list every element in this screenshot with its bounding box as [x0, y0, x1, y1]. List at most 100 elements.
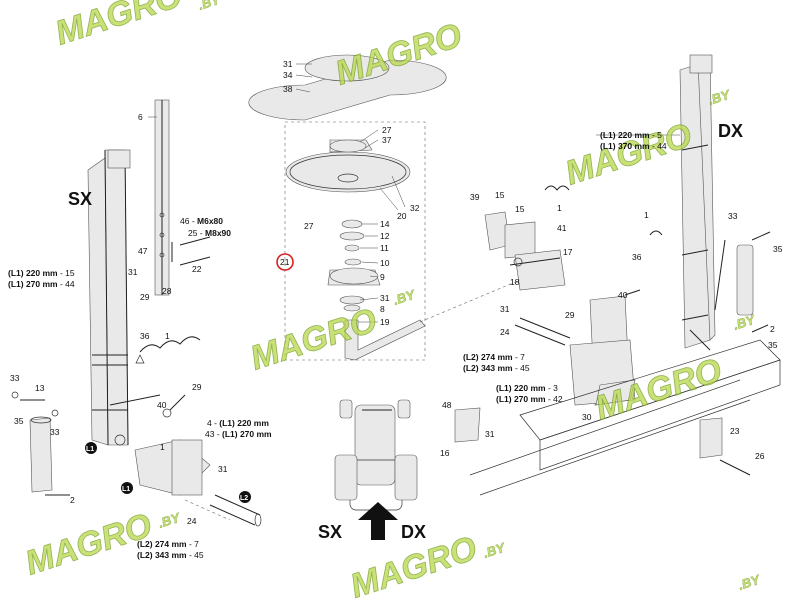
- part-number: 47: [138, 246, 148, 256]
- highlight-circle: [276, 253, 294, 271]
- leader-lines: [148, 63, 680, 323]
- center-l1-upper: (L1) 220 mm - 3: [496, 383, 558, 393]
- watermark-suffix: .BY: [706, 86, 733, 107]
- part-number: 19: [380, 317, 390, 327]
- part-number: 35: [14, 416, 24, 426]
- part-number: 31: [218, 464, 228, 474]
- sx-l1-lower: (L1) 270 mm - 44: [8, 279, 75, 289]
- bolt-25-callout: 25 - M8x90: [188, 228, 231, 238]
- part-number: 6: [138, 112, 143, 122]
- part-number: 26: [755, 451, 765, 461]
- part-number: 15: [495, 190, 505, 200]
- part-number: 9: [380, 272, 385, 282]
- part-number-highlighted: 21: [280, 257, 290, 267]
- part-number: 2: [770, 324, 775, 334]
- bracket-4-callout: 4 - (L1) 220 mm: [207, 418, 269, 428]
- side-label-dx: DX: [718, 121, 743, 141]
- part-number: 29: [192, 382, 202, 392]
- part-number: 1: [160, 442, 165, 452]
- tractor-top-view: [334, 399, 418, 540]
- center-l2-upper: (L2) 274 mm - 7: [463, 352, 525, 362]
- side-label-sx: SX: [68, 189, 92, 209]
- part-number: 23: [730, 426, 740, 436]
- l1-badge: [85, 442, 97, 454]
- watermark-suffix: .BY: [391, 286, 418, 307]
- center-disc-assembly: [248, 54, 447, 361]
- part-number: 11: [380, 243, 389, 253]
- part-number: 16: [440, 448, 450, 458]
- part-number: 31: [380, 293, 390, 303]
- watermark-suffix: .BY: [156, 509, 183, 530]
- left-part-numbers: 6 47 31 22 29 28 36 1 33 13 35 33 2 40 2…: [10, 112, 228, 526]
- right-middle-bracket: [514, 289, 641, 406]
- part-number: 30: [582, 412, 592, 422]
- watermark-text: MAGRO: [561, 116, 697, 192]
- part-number: 14: [380, 219, 390, 229]
- bracket-43-callout: 43 - (L1) 270 mm: [205, 429, 272, 439]
- part-number: 8: [380, 304, 385, 314]
- part-number: 20: [397, 211, 407, 221]
- watermark-suffix: .BY: [736, 571, 763, 592]
- part-number: 35: [768, 340, 778, 350]
- frame-beam: [419, 279, 781, 496]
- left-mast-assembly: [11, 99, 211, 496]
- part-number: 33: [50, 427, 60, 437]
- part-number: 33: [728, 211, 738, 221]
- pin-l2-upper: (L2) 274 mm - 7: [137, 539, 199, 549]
- right-upper-brackets: [484, 185, 570, 291]
- l2-badge: [239, 491, 251, 503]
- part-number: 1: [557, 203, 562, 213]
- part-number: 17: [563, 247, 573, 257]
- center-l2-lower: (L2) 343 mm - 45: [463, 363, 530, 373]
- watermark-suffix: .BY: [731, 311, 758, 332]
- part-number: 10: [380, 258, 390, 268]
- forward-arrow-icon: [358, 502, 398, 540]
- part-number: 36: [632, 252, 642, 262]
- part-number: 24: [500, 327, 510, 337]
- part-number: 28: [162, 286, 172, 296]
- part-number: 18: [510, 277, 520, 287]
- part-number: 37: [382, 135, 392, 145]
- part-number: 27: [304, 221, 314, 231]
- part-number: 33: [10, 373, 20, 383]
- watermark-suffix: .BY: [481, 539, 508, 560]
- part-number: 35: [773, 244, 783, 254]
- l2-badge-text: L2: [240, 495, 248, 502]
- l1-badge-text: L1: [122, 486, 130, 493]
- sx-l1-upper: (L1) 220 mm - 15: [8, 268, 75, 278]
- tractor-label-dx: DX: [401, 522, 426, 542]
- right-clamps: [454, 407, 751, 476]
- part-number: 15: [515, 204, 525, 214]
- part-number: 12: [380, 231, 390, 241]
- part-number: 31: [128, 267, 138, 277]
- part-number: 31: [500, 304, 510, 314]
- dimension-badges: L1 L1 L2: [85, 442, 251, 503]
- l1-badge-text: L1: [86, 446, 94, 453]
- length-callouts: (L1) 220 mm - 15 (L1) 270 mm - 44 46 - M…: [8, 130, 667, 560]
- part-number: 24: [187, 516, 197, 526]
- part-number: 31: [283, 59, 293, 69]
- part-number: 1: [165, 331, 170, 341]
- part-number: 48: [442, 400, 452, 410]
- part-number: 1: [644, 210, 649, 220]
- right-mast-assembly: [649, 54, 771, 351]
- part-number: 34: [283, 70, 293, 80]
- left-lower-bracket: [134, 394, 262, 527]
- part-number: 40: [157, 400, 167, 410]
- part-number: 32: [410, 203, 420, 213]
- part-number: 27: [382, 125, 392, 135]
- l1-badge: [121, 482, 133, 494]
- part-number: 31: [485, 429, 495, 439]
- part-number: 39: [470, 192, 480, 202]
- part-number: 36: [140, 331, 150, 341]
- dx-l1-upper: (L1) 220 mm - 5: [600, 130, 662, 140]
- part-number: 22: [192, 264, 202, 274]
- tractor-label-sx: SX: [318, 522, 342, 542]
- center-l1-lower: (L1) 270 mm - 42: [496, 394, 563, 404]
- part-number: 29: [565, 310, 575, 320]
- dx-l1-lower: (L1) 370 mm - 44: [600, 141, 667, 151]
- right-part-numbers: 39 15 15 1 41 17 18 31 24 29 40 48 31 16…: [440, 190, 783, 461]
- center-part-numbers: 31 34 38 27 37 27 20 32 14 12 11 10 9 31…: [283, 59, 420, 327]
